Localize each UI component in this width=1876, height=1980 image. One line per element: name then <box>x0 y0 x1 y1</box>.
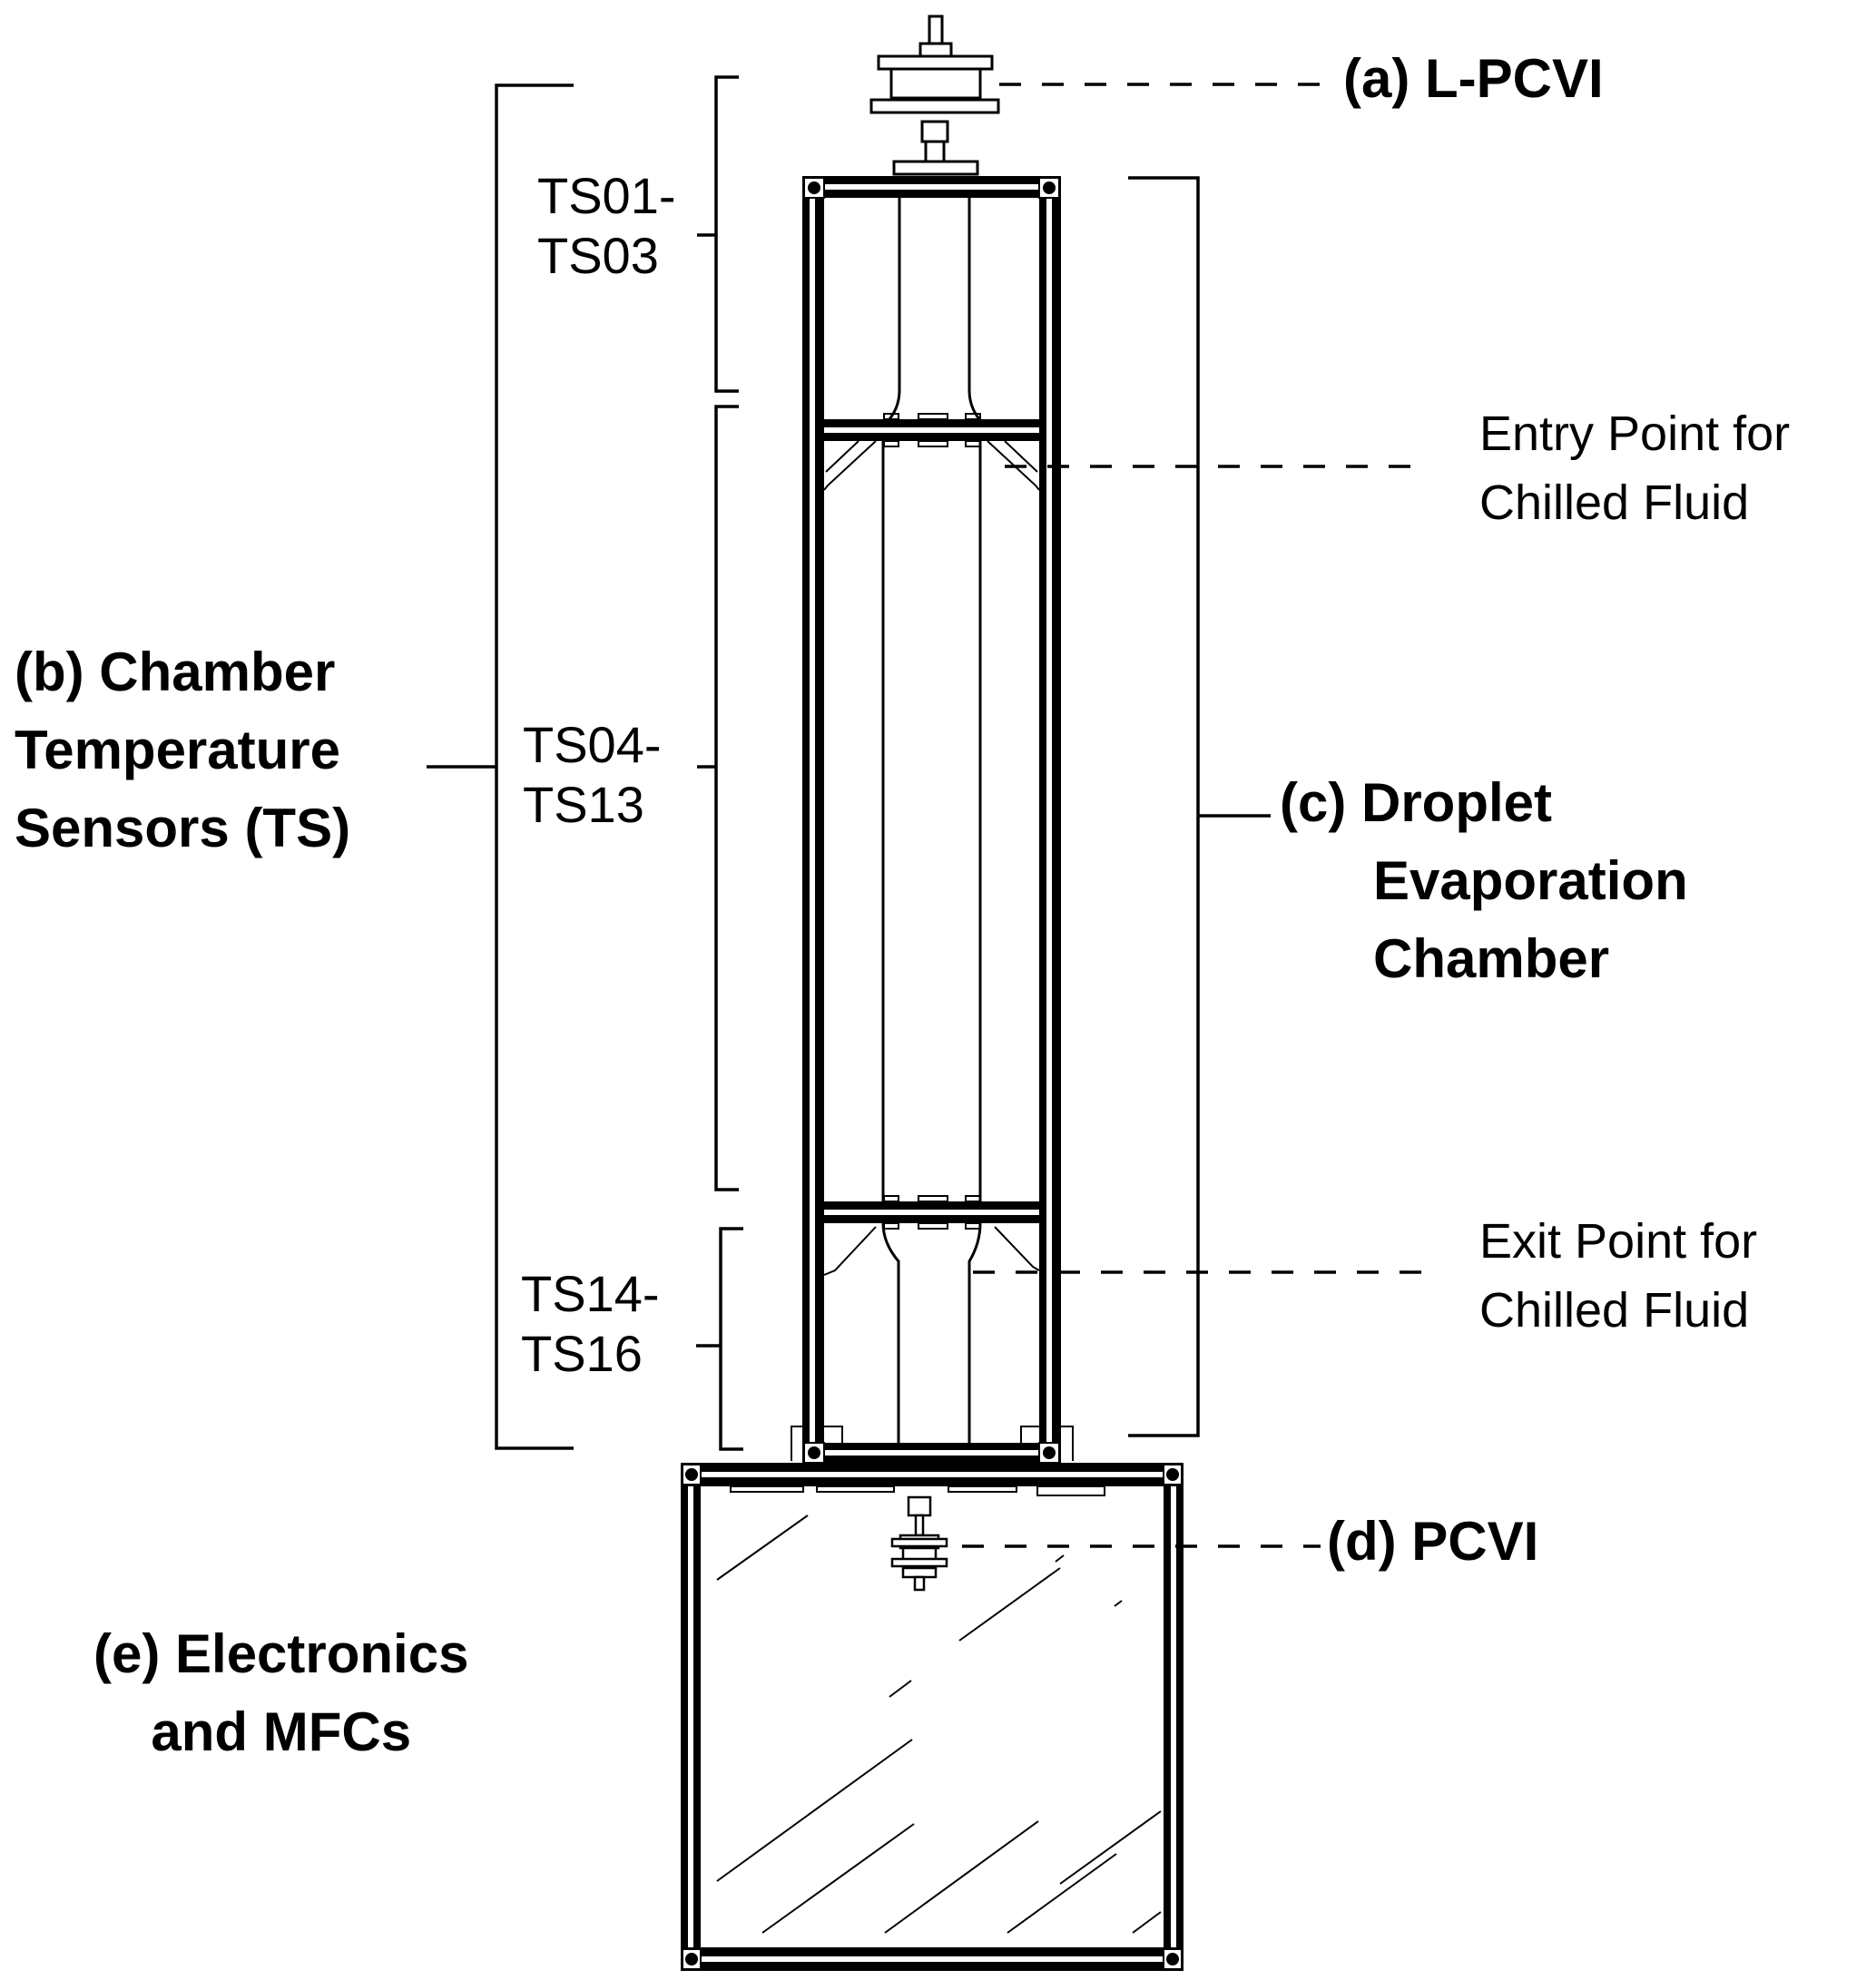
label-entry-point: Entry Point for Chilled Fluid <box>1479 399 1790 537</box>
electronics-enclosure <box>681 1463 1184 1971</box>
label-b-line-1: (b) Chamber <box>15 642 336 702</box>
entry-point-fittings <box>823 440 1040 491</box>
bracket-ts14 <box>696 1227 743 1451</box>
l-pcvi-component <box>869 15 1000 176</box>
bracket-c <box>1128 176 1271 1437</box>
hatch-lines <box>716 1514 1162 1934</box>
sensor-group-ts01-ts03: TS01- TS03 <box>537 166 676 286</box>
bracket-ts01 <box>697 75 739 393</box>
label-droplet-evaporation-chamber: (c) Droplet Evaporation Chamber <box>1280 764 1688 998</box>
label-l-pcvi: (a) L-PCVI <box>1343 40 1604 118</box>
label-exit-line-2: Chilled Fluid <box>1479 1283 1750 1338</box>
leader-lines <box>962 83 1429 1548</box>
sensor-group-2-line-2: TS13 <box>523 776 644 833</box>
label-c-line-2: Evaporation <box>1373 850 1688 911</box>
sensor-group-2-line-1: TS04- <box>523 716 662 773</box>
label-e-line-2: and MFCs <box>151 1701 412 1762</box>
label-l-pcvi-line: (a) L-PCVI <box>1343 48 1604 109</box>
bracket-ts04 <box>697 405 739 1191</box>
label-exit-point: Exit Point for Chilled Fluid <box>1479 1207 1757 1345</box>
chamber-frame <box>791 176 1074 1464</box>
sensor-group-1-line-2: TS03 <box>537 227 659 284</box>
evaporation-tube <box>881 198 982 1443</box>
label-chamber-temperature-sensors: (b) Chamber Temperature Sensors (TS) <box>15 633 350 867</box>
pcvi-component <box>890 1495 948 1592</box>
label-c-line-3: Chamber <box>1373 928 1610 989</box>
sensor-group-1-line-1: TS01- <box>537 167 676 224</box>
label-electronics-mfcs: (e) Electronics and MFCs <box>93 1615 468 1771</box>
label-entry-line-1: Entry Point for <box>1479 407 1791 461</box>
label-e-line-1: (e) Electronics <box>93 1623 469 1684</box>
exit-point-fittings <box>823 1226 1040 1276</box>
bracket-b-outer <box>427 83 574 1450</box>
sensor-group-ts04-ts13: TS04- TS13 <box>523 715 662 835</box>
label-c-line-1: (c) Droplet <box>1280 772 1552 833</box>
sensor-group-3-line-2: TS16 <box>521 1325 643 1382</box>
label-pcvi: (d) PCVI <box>1327 1503 1538 1581</box>
label-b-line-2: Temperature <box>15 720 341 780</box>
label-exit-line-1: Exit Point for <box>1479 1214 1758 1269</box>
label-pcvi-line: (d) PCVI <box>1327 1511 1539 1572</box>
label-b-line-3: Sensors (TS) <box>15 798 351 858</box>
label-entry-line-2: Chilled Fluid <box>1479 475 1750 530</box>
sensor-group-3-line-1: TS14- <box>521 1265 660 1322</box>
sensor-group-ts14-ts16: TS14- TS16 <box>521 1264 660 1384</box>
